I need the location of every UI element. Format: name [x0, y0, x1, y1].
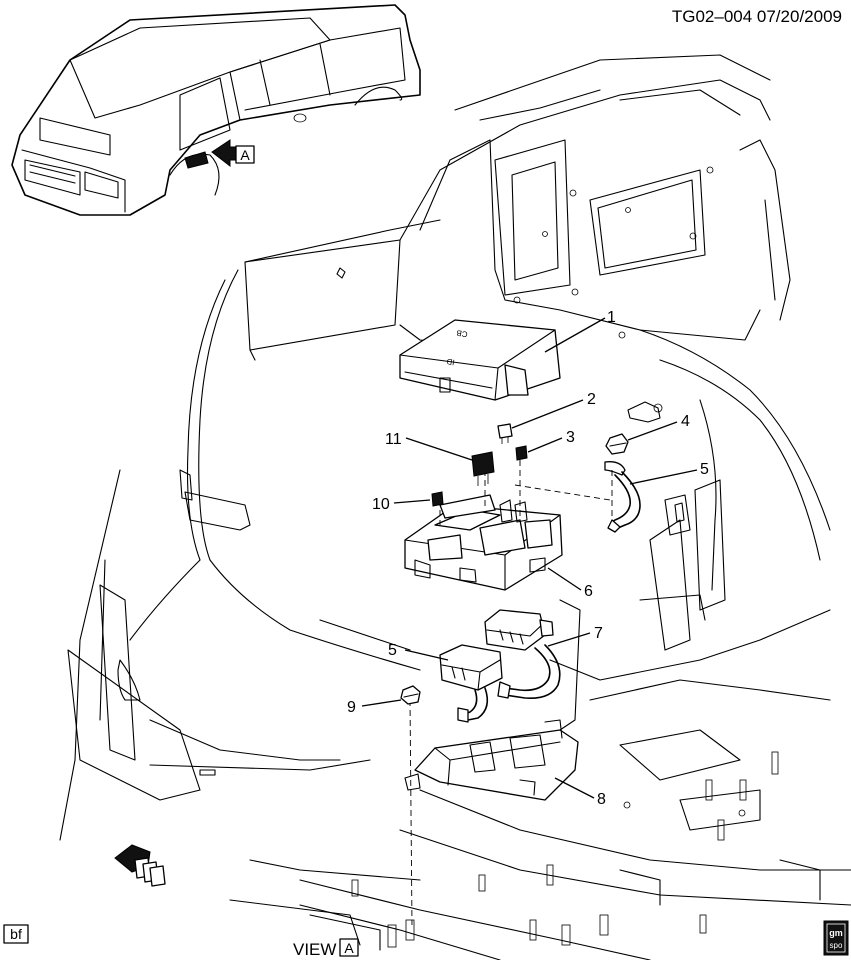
part-1-cover: CB ID: [399, 319, 561, 401]
part-8-bracket: [404, 719, 579, 801]
callout-7: 7: [594, 625, 603, 642]
callout-8: 8: [597, 791, 606, 808]
view-label-letter: A: [344, 940, 354, 956]
part-3-fuse: [515, 445, 528, 461]
leader-lines: [361, 317, 698, 799]
svg-text:ID: ID: [446, 357, 456, 367]
view-label-box: [339, 938, 359, 957]
gm-spo-logo: gm spo: [823, 920, 849, 956]
front-arrow-icon: [114, 844, 166, 887]
part-10-fuse: [431, 491, 444, 507]
body-structure: [59, 54, 851, 960]
callout-3: 3: [566, 429, 575, 446]
ref-code: TG02–004 07/20/2009: [672, 7, 842, 26]
part-5-cable-upper: [604, 461, 691, 536]
callout-5-lower: 5: [388, 642, 397, 659]
callout-4: 4: [681, 413, 690, 430]
part-7-harness: [484, 609, 561, 700]
bf-badge-text: bf: [10, 926, 22, 942]
part-11-relay: [471, 451, 495, 486]
svg-text:CB: CB: [456, 328, 469, 339]
part-9-nut: [400, 685, 421, 705]
callout-11: 11: [385, 431, 402, 448]
part-2-fuse: [497, 423, 513, 444]
callout-1: 1: [607, 309, 616, 326]
part-4-nut: [605, 401, 663, 455]
callout-5-upper: 5: [700, 461, 709, 478]
callout-6: 6: [584, 583, 593, 600]
callout-2: 2: [587, 391, 596, 408]
callout-9: 9: [347, 699, 356, 716]
part-5-harness-lower: [439, 644, 503, 723]
view-callout-box: [235, 145, 255, 164]
gm-logo-text: gm: [829, 928, 843, 938]
part-6-fuse-block: [404, 450, 611, 926]
van-inset: A: [11, 4, 421, 216]
callout-10: 10: [372, 496, 390, 513]
spo-logo-text: spo: [830, 941, 843, 950]
view-label: VIEW: [293, 940, 336, 959]
bf-badge: [3, 924, 29, 944]
view-callout-letter: A: [240, 147, 250, 163]
